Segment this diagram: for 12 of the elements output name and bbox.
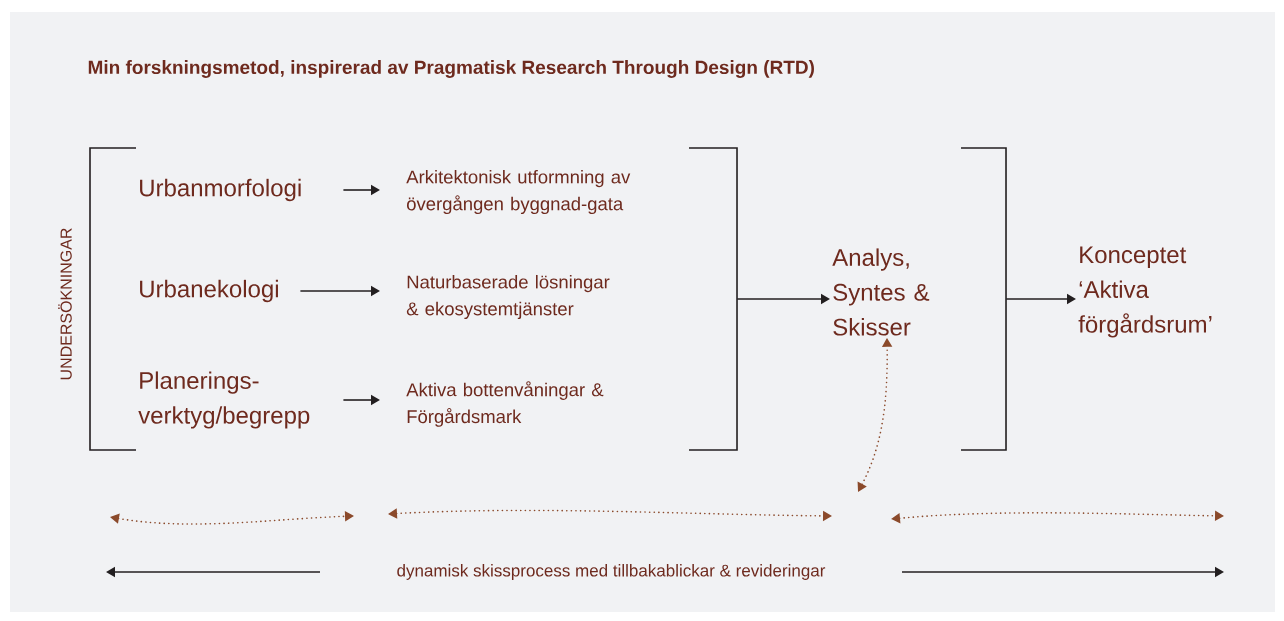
node-text: Aktiva bottenvåningar & Förgårdsmark bbox=[406, 381, 604, 427]
process-label: dynamisk skissprocess med tillbakablickar & revideringar bbox=[397, 564, 826, 580]
bracket bbox=[960, 147, 1007, 451]
title: Min forskningsmetod, inspirerad av Pragmatisk Research Through Design (RTD) bbox=[88, 60, 814, 78]
node-text: Urbanekologi bbox=[140, 279, 278, 303]
node-text: Urbanmorfologi bbox=[140, 178, 301, 202]
group-label: UNDERSÖKNINGAR bbox=[58, 228, 72, 380]
node-text: Konceptet ‘Aktiva förgårdsrum’ bbox=[1078, 246, 1212, 338]
node-text: Analys, Syntes & Skisser bbox=[832, 248, 930, 336]
node-text: Planerings- verktyg/begrepp bbox=[138, 371, 310, 429]
node-text: Arkitektonisk utformning av övergången byggnad-gata bbox=[406, 169, 631, 215]
node-text: Naturbaserade lösningar & ekosystemtjänster bbox=[406, 274, 610, 320]
